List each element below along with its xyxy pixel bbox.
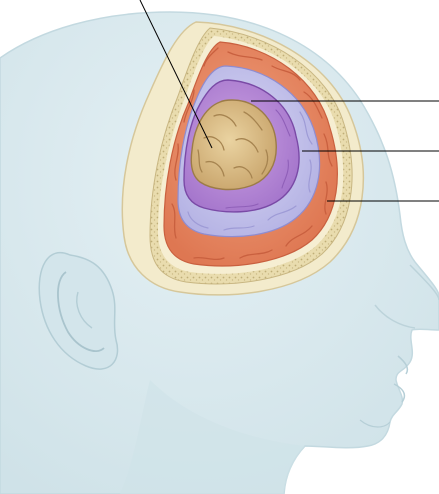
diagram-svg [0,0,439,494]
brain-layers-diagram [0,0,439,494]
